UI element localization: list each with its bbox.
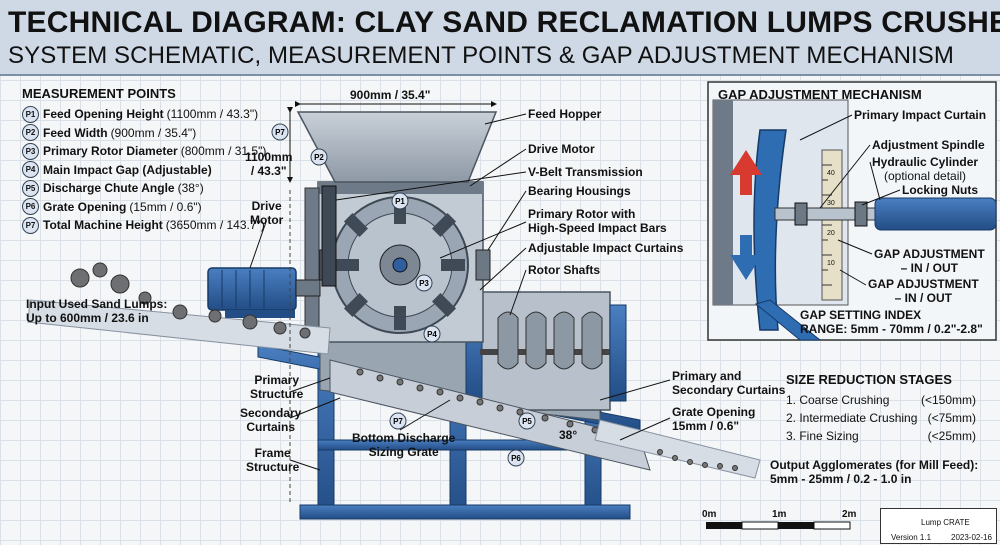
badge-p6: P6: [507, 449, 525, 467]
callout-pri-sec-curtains: Primary and Secondary Curtains: [672, 369, 786, 397]
scale-label-2: 2m: [842, 509, 857, 520]
callout-drive-motor-right: Drive Motor: [528, 142, 595, 156]
gap-in-arrow-icon: [730, 150, 762, 195]
svg-text:P4: P4: [427, 330, 437, 339]
gap-out-arrow-icon: [730, 235, 762, 280]
svg-text:P3: P3: [419, 279, 429, 288]
header-banner: TECHNICAL DIAGRAM: CLAY SAND RECLAMATION…: [0, 0, 1000, 76]
scale-label-0: 0m: [702, 509, 717, 520]
callout-grate-opening: Grate Opening 15mm / 0.6": [672, 405, 756, 433]
svg-text:P6: P6: [511, 454, 521, 463]
secondary-rotor-housing: [465, 291, 627, 411]
callout-frame-structure: Frame Structure: [246, 446, 300, 474]
gap-scale-ticks: 40 30 20 10: [827, 170, 835, 267]
badge-p5: P5: [518, 412, 536, 430]
svg-text:P5: P5: [522, 417, 532, 426]
callout-input: Input Used Sand Lumps: Up to 600mm / 23.…: [26, 297, 168, 325]
title-block-date: 2023-02-16: [951, 533, 992, 542]
svg-text:P7: P7: [275, 128, 285, 137]
callout-shafts: Rotor Shafts: [528, 263, 600, 277]
title-block-version: Version 1.1: [891, 533, 932, 542]
callout-bearing: Bearing Housings: [528, 184, 631, 198]
size-reduction-title: SIZE REDUCTION STAGES: [786, 372, 952, 387]
callout-rotor: Primary Rotor with High-Speed Impact Bar…: [528, 207, 667, 235]
dim-feed-width-label: 900mm / 35.4": [350, 88, 431, 102]
svg-text:P2: P2: [314, 153, 324, 162]
callout-drive-motor-left: Drive Motor: [250, 199, 284, 227]
feed-hopper: [296, 111, 498, 183]
gap-adjust-label-2: GAP ADJUSTMENT – IN / OUT: [868, 277, 979, 305]
badge-p2: P2: [310, 148, 328, 166]
svg-text:P1: P1: [395, 197, 405, 206]
badge-p1: P1: [391, 192, 409, 210]
callout-vbelt: V-Belt Transmission: [528, 165, 643, 179]
badge-p4: P4: [423, 325, 441, 343]
drive-motor: [207, 267, 321, 318]
callout-curtains: Adjustable Impact Curtains: [528, 241, 684, 255]
output-chute: [594, 419, 761, 479]
gap-adjustment-panel: [707, 81, 997, 341]
callout-secondary-curtains: Secondary Curtains: [240, 406, 302, 434]
callout-output: Output Agglomerates (for Mill Feed): 5mm…: [770, 458, 979, 486]
size-stage-row: 1. Coarse Crushing(<150mm): [786, 393, 976, 407]
gap-spindle-label: Adjustment Spindle: [872, 138, 985, 152]
gap-mechanism-title: GAP ADJUSTMENT MECHANISM: [718, 87, 922, 102]
gap-hydraulic-label: Hydraulic Cylinder (optional detail): [872, 155, 979, 183]
bearing-housing-right: [475, 249, 491, 281]
svg-text:P7: P7: [393, 417, 403, 426]
title-block: Lump CRATE Version 1.1 2023-02-16: [880, 508, 997, 544]
badge-p3: P3: [415, 274, 433, 292]
gap-adjust-label-1: GAP ADJUSTMENT – IN / OUT: [874, 247, 985, 275]
input-chute: [27, 262, 331, 355]
badge-p7-top: P7: [271, 123, 289, 141]
measurement-points-title: MEASUREMENT POINTS: [22, 86, 176, 101]
callout-feed-hopper: Feed Hopper: [528, 107, 602, 121]
diagram-subtitle: SYSTEM SCHEMATIC, MEASUREMENT POINTS & G…: [8, 42, 954, 69]
gap-index-label: GAP SETTING INDEX RANGE: 5mm - 70mm / 0.…: [800, 308, 983, 336]
size-stage-row: 2. Intermediate Crushing(<75mm): [786, 411, 976, 425]
size-reduction-stages: SIZE REDUCTION STAGES 1. Coarse Crushing…: [786, 372, 976, 447]
badge-p7-bottom: P7: [389, 412, 407, 430]
size-stage-row: 3. Fine Sizing(<25mm): [786, 429, 976, 443]
scale-label-1: 1m: [772, 509, 787, 520]
callout-bottom-grate: Bottom Discharge Sizing Grate: [352, 431, 456, 459]
discharge-grate-chute: [329, 359, 651, 471]
chute-angle-label: 38°: [559, 428, 578, 442]
dim-feed-height-label: 1100mm / 43.3": [245, 150, 293, 178]
callout-primary-structure: Primary Structure: [250, 373, 304, 401]
title-block-name: Lump CRATE: [921, 518, 970, 527]
diagram-title: TECHNICAL DIAGRAM: CLAY SAND RECLAMATION…: [8, 6, 1000, 39]
vbelt-guard: [321, 185, 337, 287]
scale-bar: [706, 521, 851, 530]
primary-rotor: [331, 196, 469, 334]
gap-primary-curtain-label: Primary Impact Curtain: [854, 108, 987, 122]
leader-lines: [249, 113, 671, 471]
gap-locking-label: Locking Nuts: [902, 183, 979, 197]
